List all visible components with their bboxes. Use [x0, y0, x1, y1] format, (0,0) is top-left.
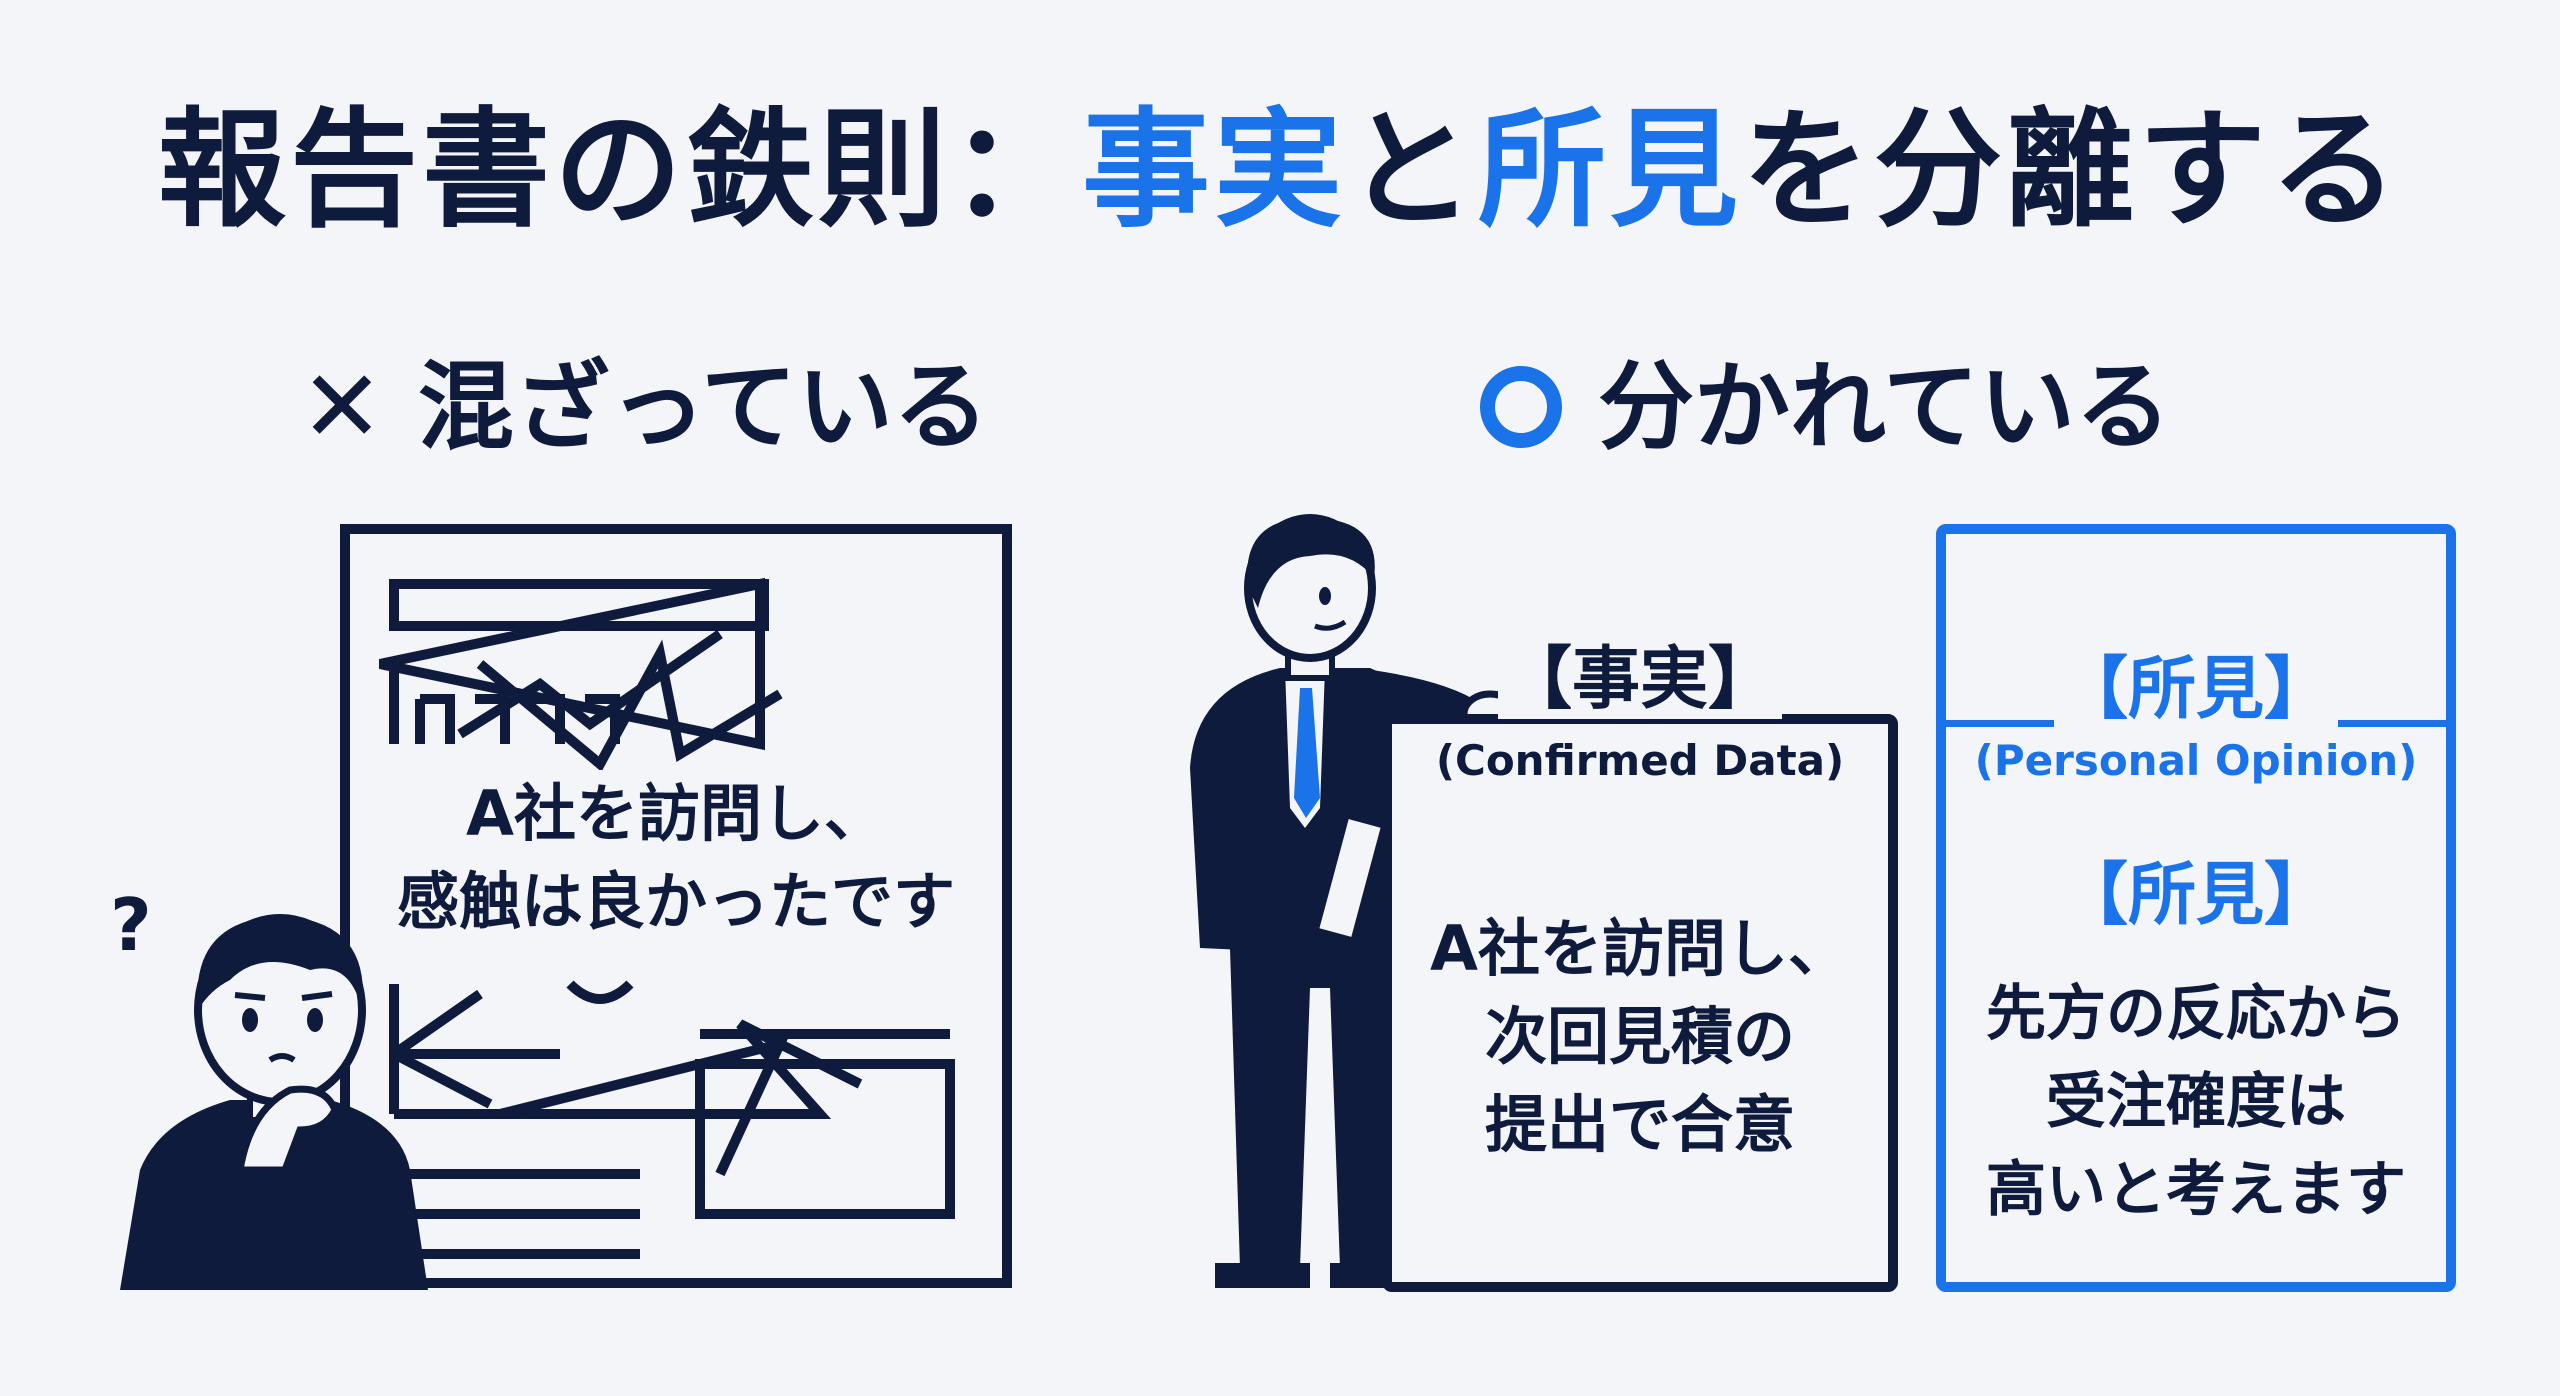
opinion-subtitle: (Personal Opinion): [1974, 736, 2418, 785]
separated-heading-label: 分かれている: [1598, 351, 2172, 463]
fact-panel: [1382, 714, 1898, 1292]
question-mark: ?: [110, 883, 152, 967]
opinion-panel: [1936, 524, 2456, 1292]
mixed-heading-label: 混ざっている: [417, 351, 989, 463]
circle-mark-icon: [1480, 366, 1562, 448]
title-fact: 事実: [1081, 96, 1346, 245]
title-and: と: [1345, 96, 1478, 245]
page-title: 報告書の鉄則：事実と所見を分離する: [0, 96, 2560, 246]
fact-subtitle: (Confirmed Data): [1435, 736, 1845, 785]
fact-statement: A社を訪問し、 次回見積の 提出で合意: [1382, 905, 1898, 1169]
fact-line-1: A社を訪問し、: [1430, 912, 1850, 985]
fact-line-3: 提出で合意: [1484, 1088, 1795, 1161]
title-opinion: 所見: [1478, 96, 1743, 245]
mixed-heading: ✕ 混ざっている: [300, 348, 989, 465]
title-part1: 報告書の鉄則：: [157, 96, 1082, 245]
opinion-title: 【所見】: [1936, 650, 2456, 730]
mixed-line-1: A社を訪問し、: [456, 770, 896, 858]
mixed-statement: A社を訪問し、 感触は良かったです: [340, 770, 1012, 946]
messy-document-scribbles: [378, 577, 955, 1259]
separated-heading: 分かれている: [1480, 352, 2171, 462]
title-part2: を分離する: [1742, 96, 2403, 245]
fact-line-2: 次回見積の: [1484, 1000, 1795, 1073]
opinion-line-2: 受注確度は: [2046, 1067, 2346, 1137]
mixed-line-2: 感触は良かったです: [386, 858, 965, 946]
fact-title: 【事実】: [1382, 640, 1898, 720]
confused-person-icon: ?: [110, 883, 428, 1290]
cross-mark-icon: ✕: [300, 348, 384, 465]
opinion-inner-title: 【所見】: [2059, 856, 2332, 935]
opinion-line-1: 先方の反応から: [1986, 979, 2406, 1049]
opinion-statement: 先方の反応から 受注確度は 高いと考えます: [1936, 970, 2456, 1234]
opinion-line-3: 高いと考えます: [1986, 1155, 2406, 1225]
